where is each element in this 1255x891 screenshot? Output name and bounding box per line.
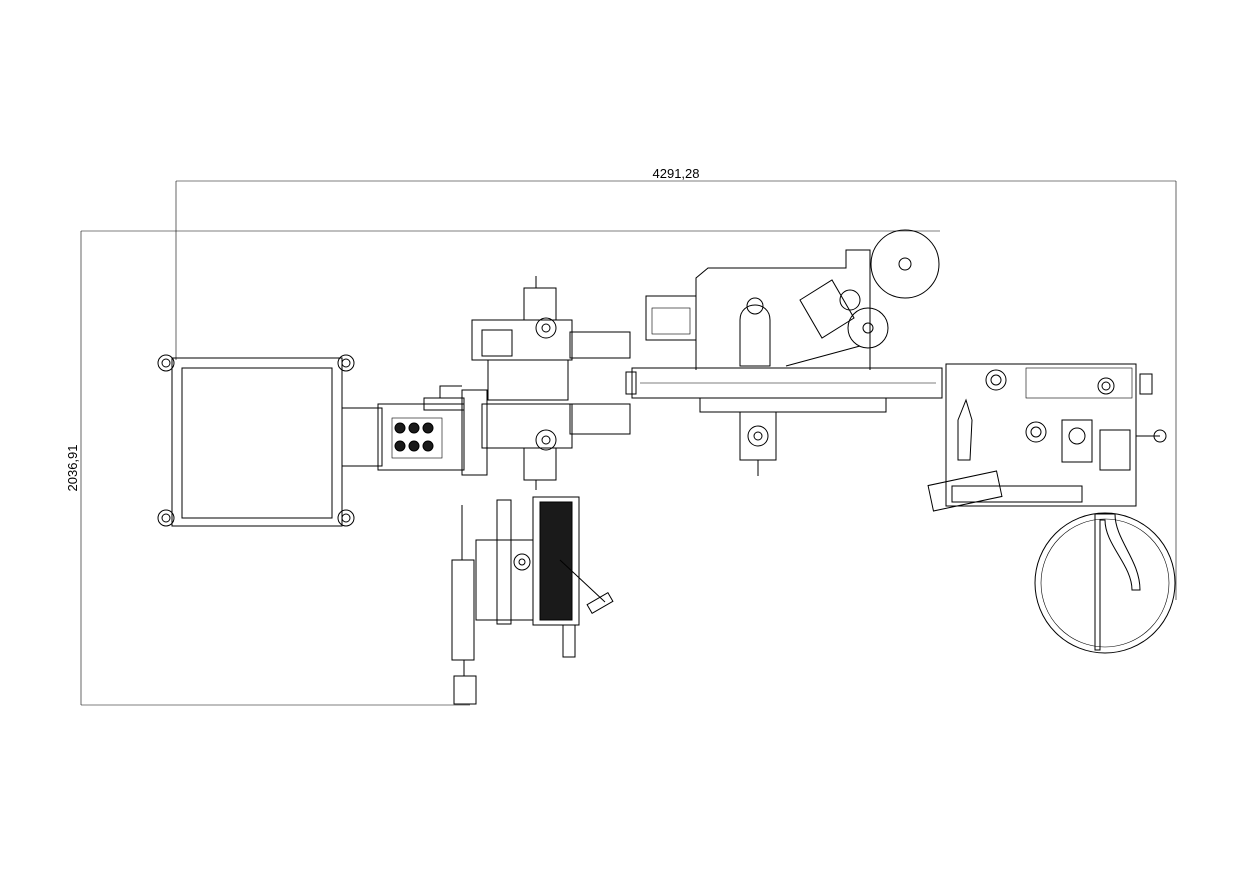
top-labeller bbox=[645, 229, 940, 413]
bottom-conveyor-right bbox=[532, 496, 614, 658]
main-conveyor bbox=[625, 367, 943, 399]
rotary-table bbox=[1034, 512, 1176, 654]
width-dimension-label: 4291,28 bbox=[653, 166, 700, 181]
infeed-frame bbox=[157, 354, 355, 527]
upper-label-head bbox=[471, 276, 631, 401]
height-dimension-label: 2036,91 bbox=[65, 445, 80, 492]
right-machine bbox=[927, 363, 1167, 512]
bottom-labeller bbox=[739, 411, 777, 476]
width-dimension: 4291,28 bbox=[175, 166, 1177, 600]
transfer-section bbox=[341, 385, 488, 476]
bottom-conveyor-left bbox=[451, 499, 537, 705]
lower-label-head bbox=[481, 403, 631, 490]
height-dimension: 2036,91 bbox=[65, 230, 940, 706]
